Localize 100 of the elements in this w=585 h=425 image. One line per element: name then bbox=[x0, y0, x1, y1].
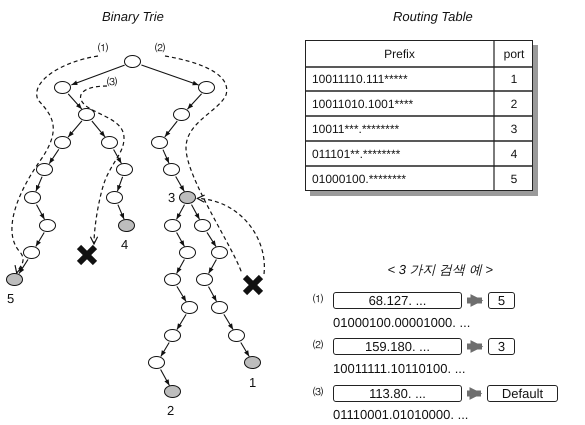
trie-node bbox=[180, 300, 198, 314]
trie-node bbox=[172, 108, 190, 121]
trie-node bbox=[36, 162, 53, 176]
match-node bbox=[6, 272, 23, 286]
block-arrow bbox=[467, 387, 482, 400]
trie-node bbox=[198, 80, 215, 94]
arrow bbox=[176, 286, 187, 302]
table-cell-text: 3 bbox=[510, 122, 518, 136]
table-cell-text: 4 bbox=[510, 146, 518, 160]
arrow bbox=[208, 286, 217, 302]
panel-title: Binary Trie bbox=[102, 10, 164, 24]
match-node bbox=[178, 190, 196, 204]
panel-title: Routing Table bbox=[393, 10, 473, 24]
table-cell-text: 2 bbox=[510, 96, 518, 110]
trie-node bbox=[228, 328, 245, 342]
arrow bbox=[175, 176, 185, 192]
arrow bbox=[164, 120, 178, 138]
table-cell-text: 1 bbox=[510, 72, 518, 86]
trie-node bbox=[78, 108, 95, 121]
arrow bbox=[160, 342, 170, 357]
binary-address: 01110001.01010000. ... bbox=[333, 408, 468, 422]
address-box: Default bbox=[487, 385, 558, 402]
arrow bbox=[191, 204, 200, 220]
table-cell: 01000100.******** bbox=[312, 172, 406, 186]
arrow bbox=[68, 120, 82, 138]
arrow bbox=[35, 176, 43, 192]
step-number: ⑶ bbox=[107, 76, 117, 90]
arrow bbox=[160, 369, 170, 386]
match-node bbox=[164, 384, 181, 398]
step-number: ⑶ bbox=[313, 386, 323, 400]
cross-mark bbox=[76, 244, 98, 266]
arrow bbox=[35, 232, 45, 247]
arrow bbox=[176, 232, 185, 247]
search-path-arrow bbox=[80, 85, 125, 245]
trie-node bbox=[164, 272, 181, 286]
table-cell: 10011***.******** bbox=[312, 122, 400, 136]
table-cell: 011101**.******** bbox=[312, 146, 400, 160]
block-arrow bbox=[467, 340, 484, 353]
trie-node bbox=[164, 328, 181, 342]
trie-node bbox=[148, 356, 165, 369]
trie-node bbox=[24, 190, 41, 204]
address-box: 68.127. ... bbox=[333, 292, 462, 309]
match-node bbox=[244, 356, 261, 369]
arrow bbox=[71, 64, 125, 86]
address-box: 159.180. ... bbox=[333, 338, 462, 355]
trie-node bbox=[124, 54, 141, 68]
arrow bbox=[91, 120, 106, 138]
column-header: port bbox=[502, 46, 526, 60]
trie-node bbox=[106, 190, 123, 204]
trie-node bbox=[210, 246, 228, 259]
trie-node bbox=[162, 162, 180, 176]
arrow bbox=[48, 149, 60, 164]
arrow bbox=[208, 259, 217, 274]
cross-mark bbox=[242, 274, 264, 296]
arrow bbox=[206, 232, 216, 247]
arrow bbox=[176, 204, 185, 220]
trie-node bbox=[194, 218, 211, 232]
arrow bbox=[113, 149, 122, 164]
result-box: 5 bbox=[488, 292, 515, 309]
trie-node bbox=[178, 246, 196, 259]
column-header: Prefix bbox=[383, 46, 416, 60]
arrow bbox=[187, 93, 202, 110]
trie-node bbox=[100, 136, 118, 149]
trie-node bbox=[38, 218, 56, 232]
table-cell: 10011110.111***** bbox=[312, 72, 408, 86]
binary-address: 10011111.10110100. ... bbox=[333, 362, 466, 376]
table-cell-text: 5 bbox=[510, 172, 518, 186]
arrow bbox=[117, 204, 125, 220]
search-path-arrow bbox=[196, 195, 265, 274]
arrow bbox=[36, 204, 45, 220]
trie-node bbox=[210, 300, 228, 314]
arrow bbox=[141, 64, 199, 86]
address-box: 113.80. ... bbox=[333, 385, 462, 402]
arrow bbox=[18, 259, 28, 274]
port-number: 1 bbox=[249, 376, 256, 390]
arrow bbox=[116, 176, 124, 192]
match-node bbox=[118, 218, 135, 232]
trie-node bbox=[22, 246, 40, 259]
search-path-arrow bbox=[11, 55, 98, 274]
binary-address: 01000100.00001000. ... bbox=[333, 316, 470, 330]
step-number: ⑴ bbox=[98, 42, 108, 56]
result-box: 3 bbox=[488, 338, 515, 355]
step-number: ⑴ bbox=[313, 293, 323, 307]
arrow bbox=[223, 314, 234, 330]
trie-node bbox=[150, 136, 168, 149]
step-number: ⑵ bbox=[313, 339, 323, 353]
port-number: 4 bbox=[121, 238, 128, 252]
trie-node bbox=[116, 162, 133, 176]
arrow bbox=[162, 149, 170, 164]
port-number: 3 bbox=[168, 191, 176, 205]
trie-node bbox=[164, 218, 181, 232]
port-number: 2 bbox=[167, 404, 174, 418]
block-arrow bbox=[467, 294, 484, 307]
arrow bbox=[176, 314, 187, 330]
arrow bbox=[240, 342, 250, 357]
trie-node bbox=[196, 272, 213, 286]
trie-node bbox=[54, 80, 71, 94]
arrow bbox=[176, 259, 185, 274]
section-heading: < 3 가지 검색 예 > bbox=[388, 263, 493, 277]
arrow bbox=[68, 94, 82, 110]
